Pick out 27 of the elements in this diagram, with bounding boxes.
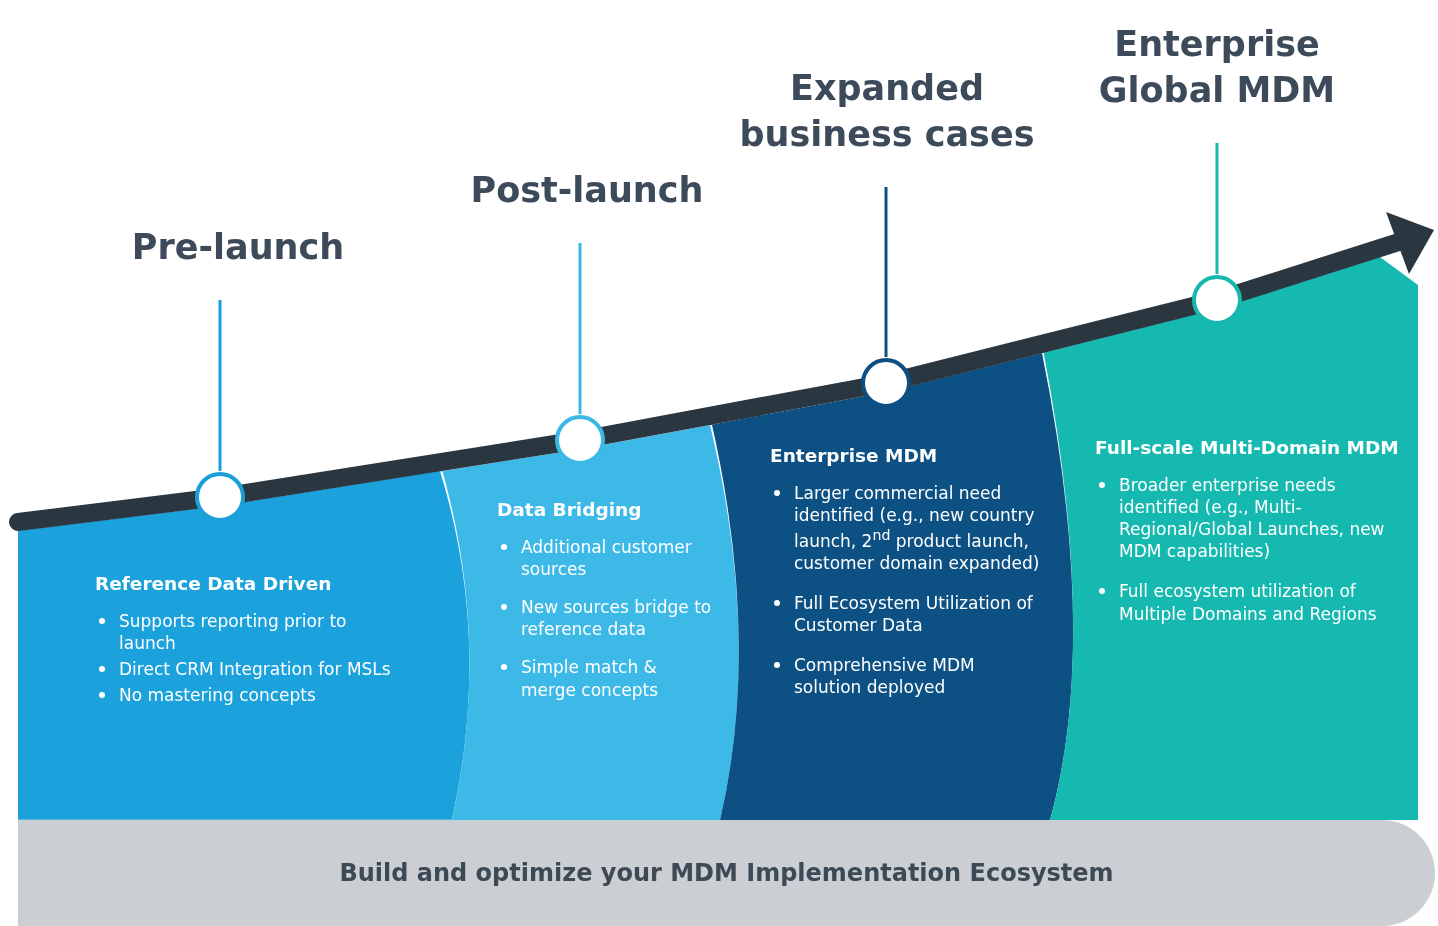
stage-panel <box>440 424 741 820</box>
stage-title: Enterprise Global MDM <box>1057 22 1377 143</box>
leader-line <box>578 243 582 414</box>
bullet-text: Full ecosystem utilization of Multiple Domains and Regions <box>1119 580 1378 625</box>
panel-heading: Full-scale Multi-Domain MDM <box>1095 436 1400 460</box>
bullet-text: Comprehensive MDM solution deployed <box>794 654 976 699</box>
stage-panel <box>1042 256 1418 820</box>
stage-panel <box>18 471 472 820</box>
leader-line <box>1215 143 1219 274</box>
bullet-text: Larger commercial need identified (e.g., new country launch, 2$^{nd}$ product launch, customer domain expanded) <box>794 482 1040 575</box>
panel-heading: Data Bridging <box>497 498 643 522</box>
stage-panel <box>710 352 1075 820</box>
banner-text: Build and optimize your MDM Implementation Ecosystem <box>339 859 1114 887</box>
bullet-text: Supports reporting prior to launch <box>119 610 348 655</box>
panel-heading: Reference Data Driven <box>95 572 333 596</box>
bullet-text: Direct CRM Integration for MSLs <box>119 658 391 681</box>
bullet-text: Simple match & merge concepts <box>521 656 659 701</box>
panel-heading: Enterprise MDM <box>770 444 939 468</box>
bullet-text: No mastering concepts <box>119 684 316 707</box>
bullet-text: Full Ecosystem Utilization of Customer Data <box>794 592 1034 637</box>
bullet-text: Additional customer sources <box>521 536 693 581</box>
leader-line <box>218 300 222 471</box>
stage-title: Pre-launch <box>88 224 388 300</box>
bullet-text: Broader enterprise needs identified (e.g., Multi-Regional/Global Launches, new MDM capabilities) <box>1119 474 1386 563</box>
bullet-text: New sources bridge to reference data <box>521 596 712 641</box>
leader-line <box>884 187 888 357</box>
footer-banner <box>18 820 1435 926</box>
